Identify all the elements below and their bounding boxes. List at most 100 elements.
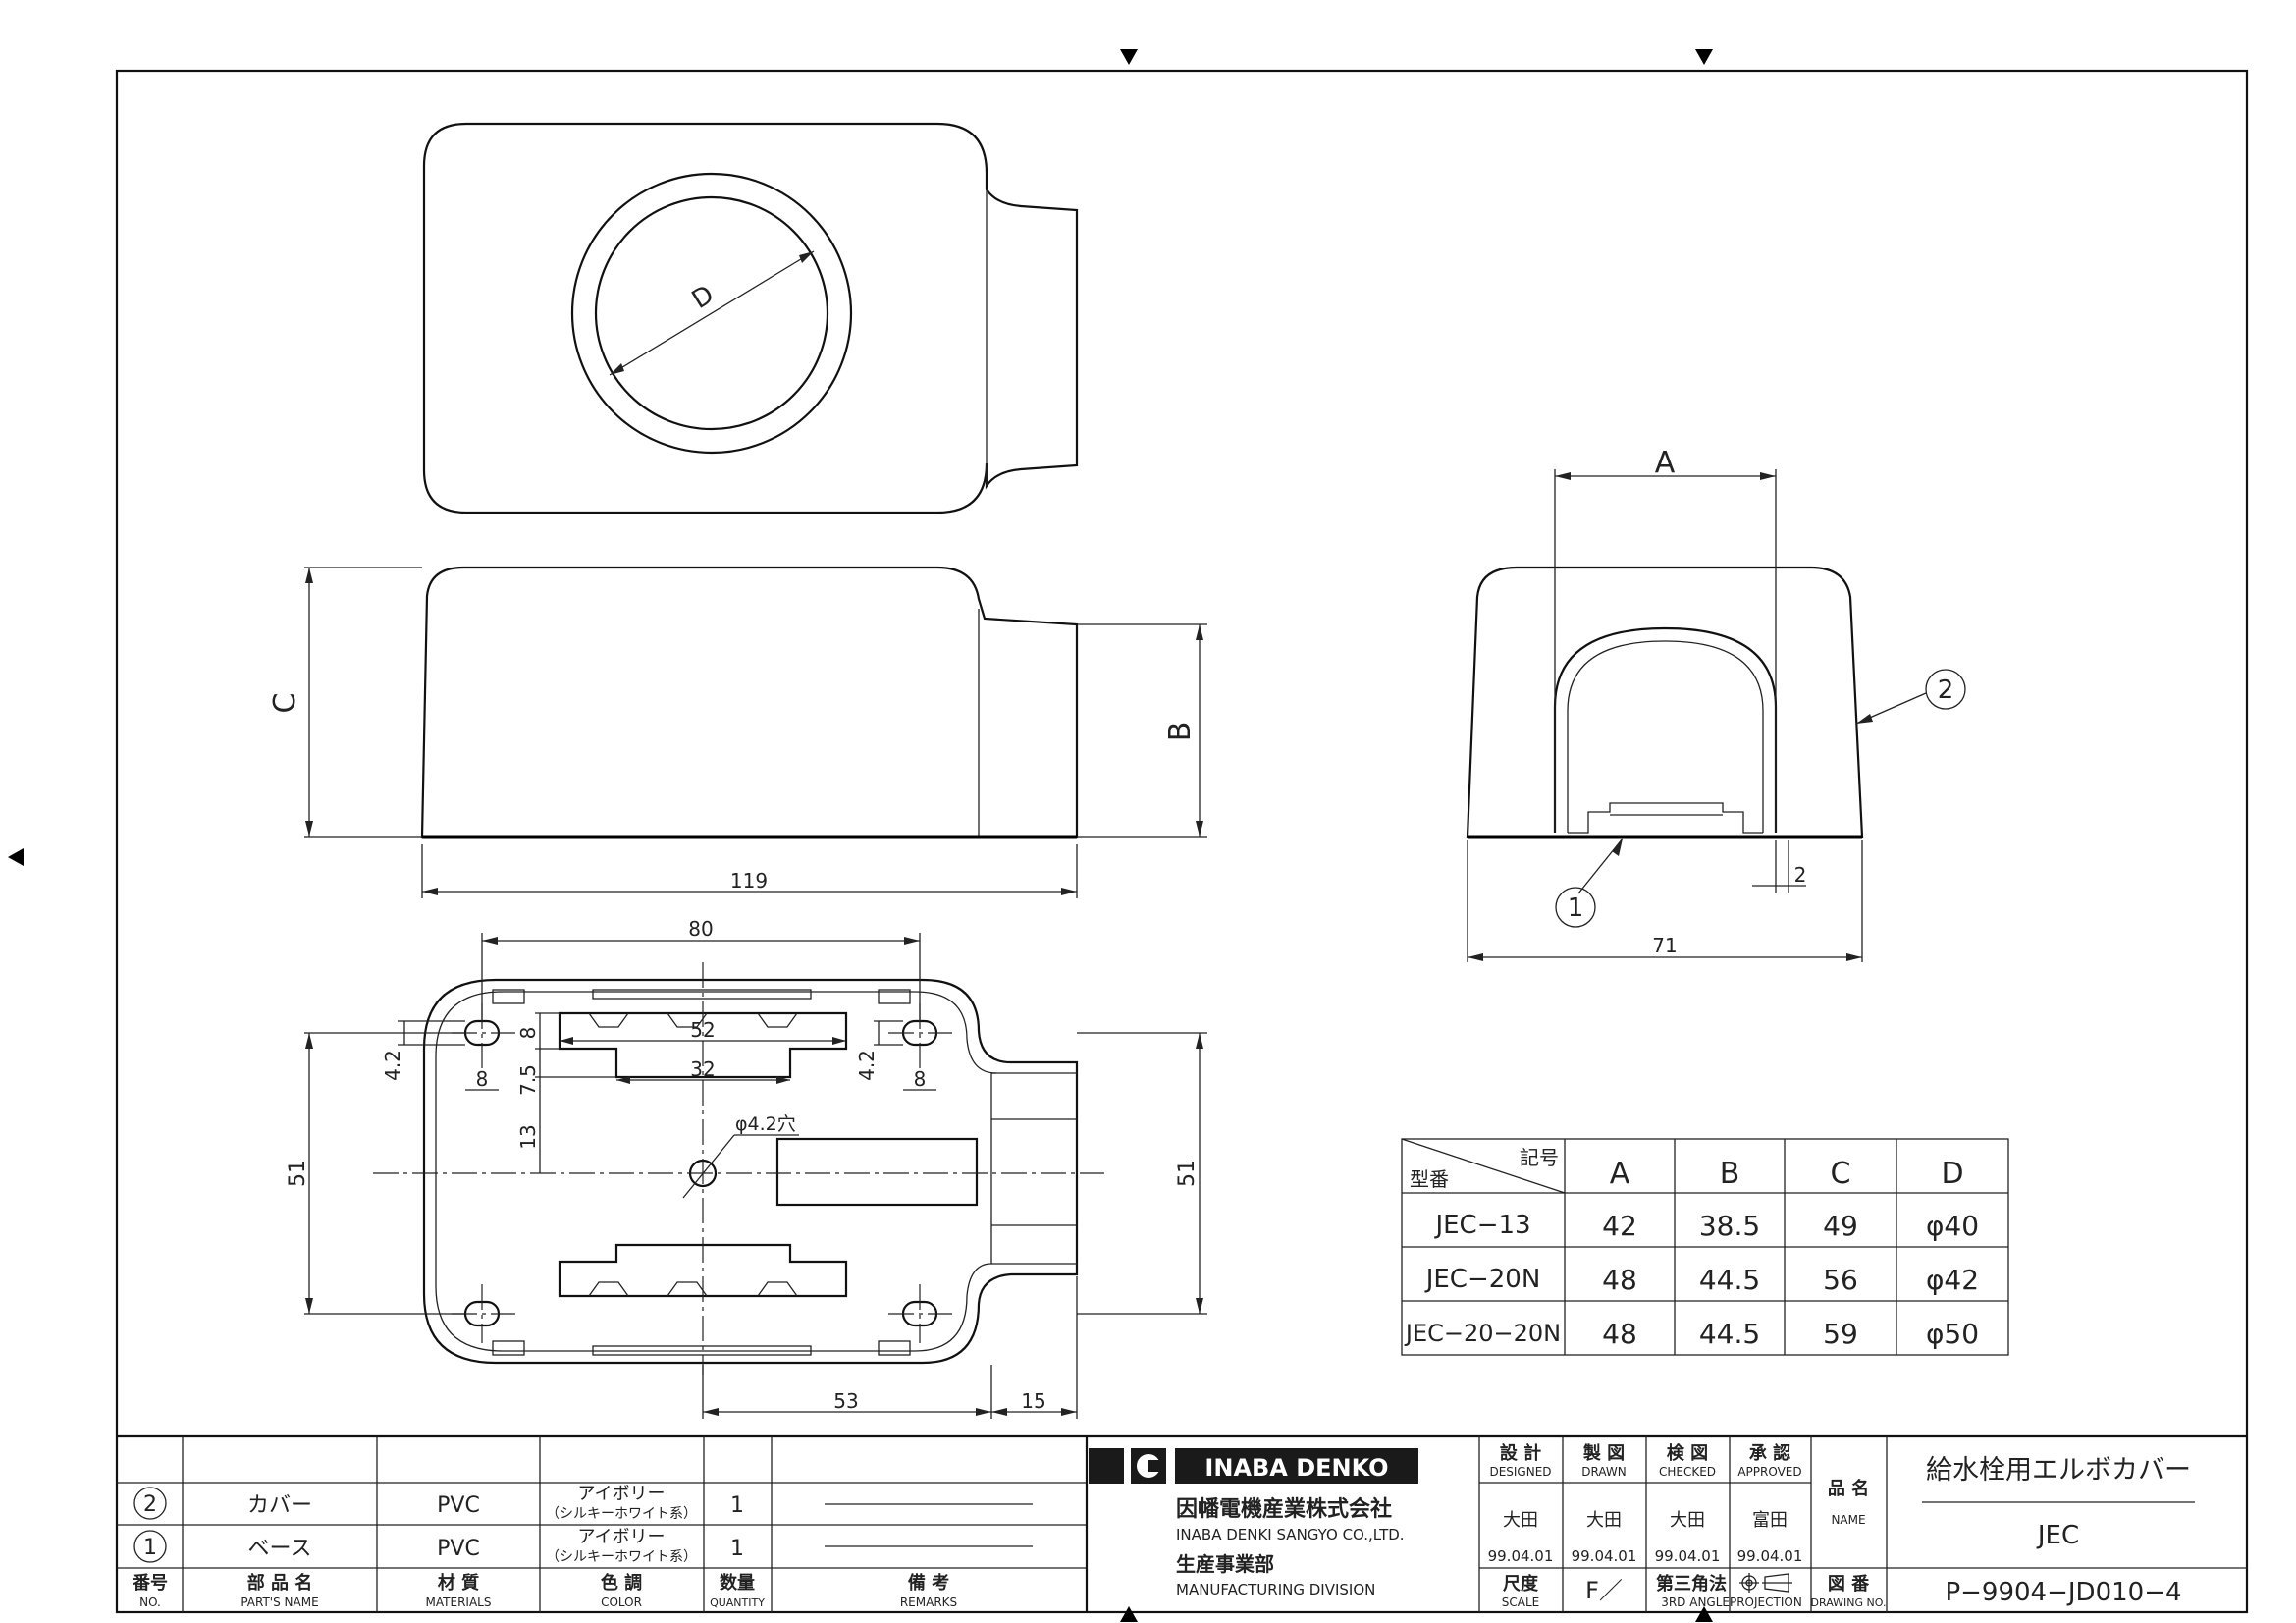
scale-jp: 尺度: [1503, 1573, 1539, 1595]
dim-51-right-label: 51: [1175, 1160, 1200, 1187]
spec-row3-D: φ50: [1926, 1318, 1979, 1350]
scale-en: SCALE: [1502, 1596, 1539, 1609]
part2-name: カバー: [247, 1493, 312, 1518]
division-jp: 生産事業部: [1176, 1552, 1274, 1576]
checked-en: CHECKED: [1659, 1465, 1716, 1479]
part2-no: 2: [143, 1492, 157, 1517]
spec-row1-A: 42: [1602, 1210, 1637, 1242]
company-en: INABA DENKI SANGYO CO.,LTD.: [1176, 1526, 1405, 1543]
front-view: [304, 566, 1207, 898]
hdr-no-jp: 番号: [132, 1573, 168, 1594]
part1-qty: 1: [730, 1537, 744, 1561]
dim-8-left-label: 8: [476, 1067, 489, 1091]
drawing-no-en: DRAWING NO.: [1811, 1596, 1887, 1609]
product-name: 給水栓用エルボカバー: [1926, 1455, 2191, 1486]
balloon-1-label: 1: [1568, 893, 1584, 923]
spec-row2-A: 48: [1602, 1264, 1637, 1296]
division-en: MANUFACTURING DIVISION: [1176, 1581, 1375, 1598]
hdr-name-en: PART'S NAME: [240, 1596, 318, 1609]
company-logo: [1089, 1448, 1418, 1484]
projection-jp: 第三角法: [1656, 1573, 1727, 1595]
hdr-qty-jp: 数量: [720, 1572, 755, 1594]
spec-row1-C: 49: [1823, 1210, 1858, 1242]
dim-D-line: [609, 250, 815, 376]
dim-4-2-right-label: 4.2: [855, 1050, 879, 1081]
dim-8-right-label: 8: [914, 1067, 927, 1091]
product-code: JEC: [2036, 1521, 2079, 1550]
drawn-jp: 製 図: [1582, 1443, 1625, 1464]
dim-119-label: 119: [730, 869, 768, 893]
checked-jp: 検 図: [1667, 1442, 1708, 1464]
part1-color-line2: （シルキーホワイト系）: [546, 1549, 697, 1565]
hdr-material-en: MATERIALS: [426, 1596, 492, 1609]
spec-row2-model: JEC−20N: [1424, 1265, 1541, 1294]
dim-D-label: D: [687, 280, 720, 315]
drawn-name: 大田: [1586, 1510, 1622, 1531]
spec-row3-C: 59: [1823, 1318, 1858, 1350]
spec-row1-D: φ40: [1926, 1210, 1979, 1242]
spec-row1-B: 38.5: [1699, 1210, 1760, 1242]
dim-B-label: B: [1163, 722, 1198, 742]
spec-col-D: D: [1941, 1157, 1963, 1191]
dim-71-label: 71: [1652, 934, 1677, 957]
approved-jp: 承 認: [1749, 1442, 1790, 1464]
part2-material: PVC: [437, 1493, 480, 1518]
part2-color-line2: （シルキーホワイト系）: [546, 1506, 697, 1522]
dim-C-label: C: [268, 693, 302, 714]
spec-row2-B: 44.5: [1699, 1264, 1760, 1296]
dim-15-label: 15: [1021, 1389, 1045, 1413]
hdr-color-en: COLOR: [601, 1596, 642, 1609]
projection-en: 3RD ANGLEPROJECTION: [1661, 1596, 1802, 1609]
spec-col-A: A: [1610, 1157, 1630, 1191]
dim-80-label: 80: [688, 917, 713, 941]
part1-material: PVC: [437, 1537, 480, 1561]
projection-symbol-icon: [1739, 1573, 1792, 1593]
dim-4-2-left-label: 4.2: [381, 1050, 404, 1081]
hdr-name-jp: 部 品 名: [247, 1572, 313, 1594]
dim-51-left-label: 51: [286, 1160, 310, 1187]
hdr-remarks-jp: 備 考: [908, 1572, 949, 1594]
name-jp: 品 名: [1828, 1478, 1869, 1499]
inner-ring-circle: [594, 195, 829, 431]
checked-date: 99.04.01: [1655, 1547, 1721, 1565]
dim-13-label: 13: [516, 1124, 540, 1149]
drawn-date: 99.04.01: [1572, 1547, 1637, 1565]
spec-col-B: B: [1720, 1157, 1740, 1191]
hdr-material-jp: 材 質: [438, 1572, 479, 1594]
name-en: NAME: [1831, 1513, 1865, 1527]
registration-marks: [8, 49, 1713, 1622]
spec-row3-model: JEC−20−20N: [1404, 1320, 1561, 1347]
spec-row2-D: φ42: [1926, 1264, 1979, 1296]
part1-no: 1: [143, 1536, 157, 1560]
part1-name: ベース: [248, 1537, 312, 1561]
dim-32-label: 32: [690, 1057, 715, 1081]
approved-name: 富田: [1752, 1510, 1788, 1531]
designed-name: 大田: [1503, 1510, 1538, 1531]
hdr-remarks-en: REMARKS: [900, 1596, 957, 1609]
spec-col-C: C: [1831, 1157, 1851, 1191]
drawn-en: DRAWN: [1581, 1465, 1627, 1479]
designed-jp: 設 計: [1500, 1442, 1541, 1464]
designed-en: DESIGNED: [1489, 1465, 1551, 1479]
dim-8-vertical-label: 8: [516, 1027, 540, 1040]
part2-color-line1: アイボリー: [577, 1484, 665, 1504]
balloon-2-label: 2: [1938, 676, 1954, 705]
top-view: [422, 122, 1079, 514]
dim-53-label: 53: [833, 1389, 858, 1413]
drawing-border: [115, 69, 2249, 1614]
spec-table: [1401, 1138, 2009, 1356]
bottom-view: [304, 933, 1207, 1419]
hdr-color-jp: 色 調: [601, 1572, 642, 1594]
dim-A-label: A: [1655, 446, 1676, 480]
logo-text: INABA DENKO: [1204, 1454, 1388, 1482]
hole-callout-label: φ4.2穴: [735, 1113, 796, 1135]
outer-ring-circle: [570, 172, 853, 455]
drawing-no: P−9904−JD010−4: [1945, 1578, 2181, 1607]
checked-name: 大田: [1670, 1510, 1705, 1531]
company-jp: 因幡電機産業株式会社: [1176, 1496, 1392, 1522]
approved-en: APPROVED: [1737, 1465, 1801, 1479]
side-view: [1466, 469, 1966, 962]
spec-header-symbol: 記号: [1520, 1146, 1559, 1169]
hdr-qty-en: QUANTITY: [710, 1596, 765, 1609]
